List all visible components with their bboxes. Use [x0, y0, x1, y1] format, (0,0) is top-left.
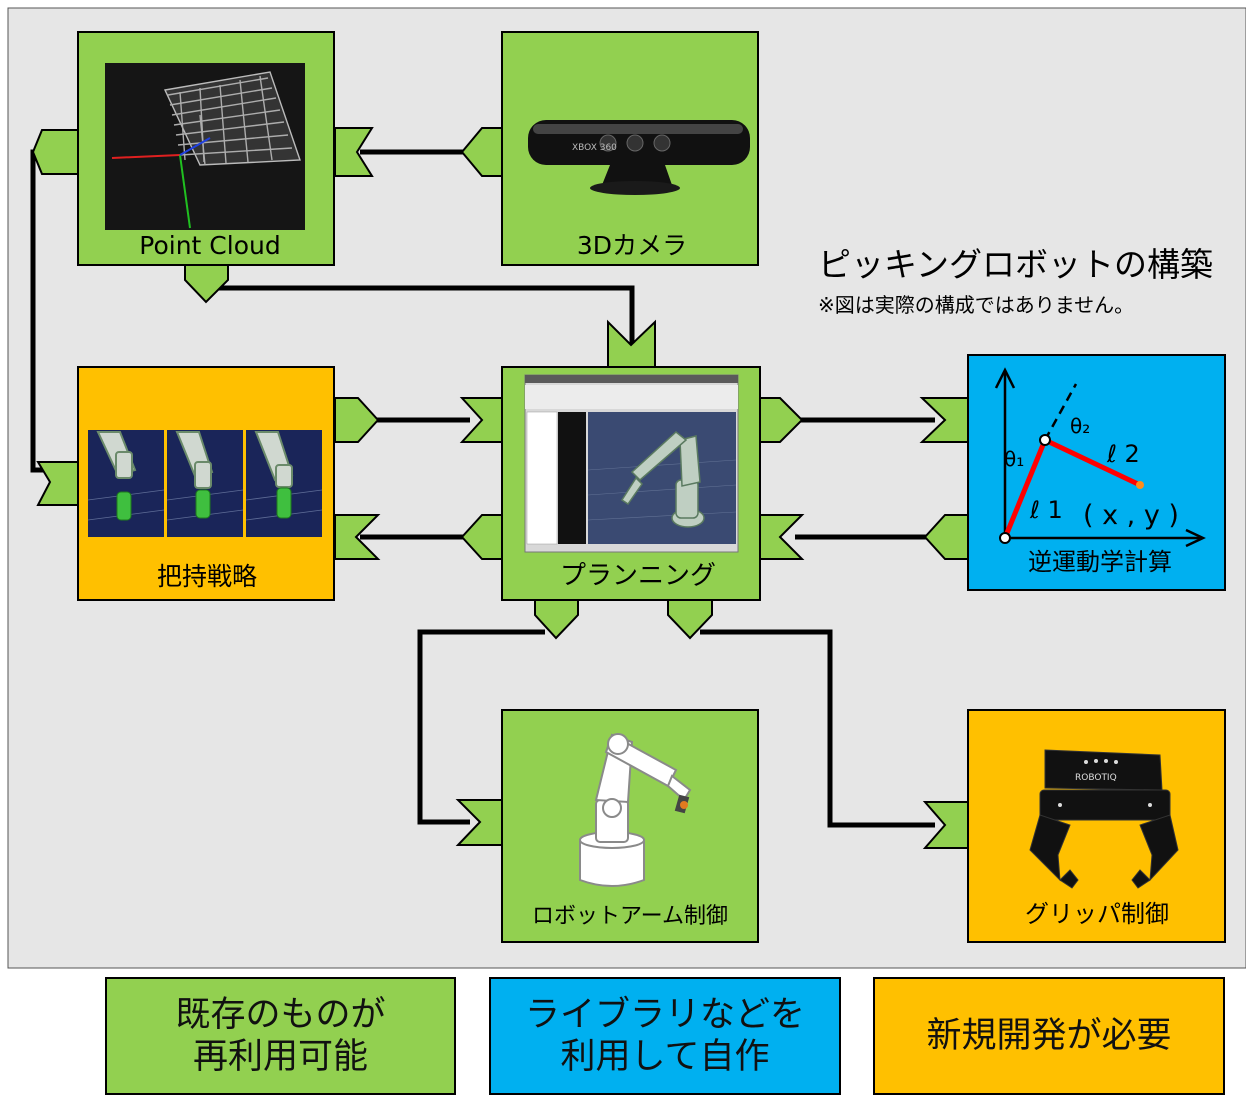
ik-xy: ( x , y )	[1083, 500, 1179, 531]
node-planning: プランニング	[501, 366, 761, 601]
node-point-cloud: Point Cloud	[77, 31, 335, 266]
svg-text:ROBOTIQ: ROBOTIQ	[1075, 773, 1117, 783]
legend-existing-text: 既存のものが 再利用可能	[175, 995, 386, 1077]
edge-planning-arm	[417, 629, 545, 825]
node-gripper: ROBOTIQ グリッパ制御	[967, 709, 1226, 943]
grasp-sequence-image	[87, 430, 323, 537]
legend-library: ライブラリなどを 利用して自作	[489, 977, 841, 1095]
ik-diagram: θ₁ θ₂ ℓ 2 ℓ 1 ( x , y )	[994, 367, 1206, 548]
grasp-label: 把持戦略	[157, 562, 257, 591]
planning-software-image	[524, 374, 739, 553]
ik-l1: ℓ 1	[1029, 496, 1063, 524]
diagram-title: ピッキングロボットの構築	[818, 245, 1213, 284]
robotiq-gripper-image: ROBOTIQ	[1029, 749, 1179, 889]
legend-existing: 既存のものが 再利用可能	[105, 977, 456, 1095]
point-cloud-label: Point Cloud	[139, 231, 280, 260]
legend-new-dev: 新規開発が必要	[873, 977, 1225, 1095]
point-cloud-image	[105, 63, 305, 230]
planning-label: プランニング	[560, 561, 716, 591]
ik-theta1: θ₁	[1004, 447, 1024, 471]
3d-camera-image: XBOX 360	[528, 120, 750, 195]
arm-label: ロボットアーム制御	[532, 904, 728, 929]
ik-l2: ℓ 2	[1106, 440, 1140, 468]
diagram-subtitle: ※図は実際の構成ではありません。	[818, 293, 1134, 317]
node-robot-arm: ロボットアーム制御	[501, 709, 759, 943]
robot-arm-illustration	[579, 733, 692, 887]
node-grasp-strategy: 把持戦略	[77, 366, 335, 601]
gripper-label: グリッパ制御	[1025, 900, 1169, 928]
node-3d-camera: XBOX 360 3Dカメラ	[501, 31, 759, 266]
legend-new-dev-text: 新規開発が必要	[926, 1016, 1172, 1056]
edge-planning-gripper	[700, 629, 935, 828]
legend-library-text: ライブラリなどを 利用して自作	[524, 995, 805, 1077]
port-pointcloud-left	[31, 129, 79, 175]
svg-text:XBOX 360: XBOX 360	[572, 143, 617, 153]
camera-label: 3Dカメラ	[577, 231, 687, 260]
node-inverse-kinematics: θ₁ θ₂ ℓ 2 ℓ 1 ( x , y ) 逆運動学計算	[967, 354, 1226, 591]
ik-theta2: θ₂	[1070, 414, 1090, 438]
ik-label: 逆運動学計算	[1028, 548, 1172, 576]
